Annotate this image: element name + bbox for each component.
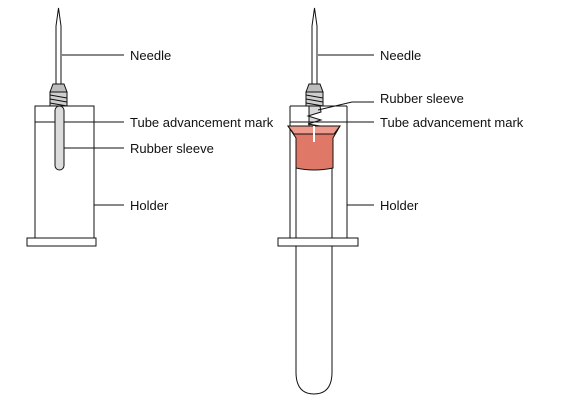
right-tube-stopper [287,125,341,171]
left-needle-hub [49,83,68,107]
right-assembly: Needle Rubber sleeve Tube advancement ma… [277,7,524,395]
left-rubber-sleeve [54,105,65,171]
left-assembly: Needle Tube advancement mark Rubber slee… [26,7,274,247]
right-needle [311,7,318,85]
left-holder-flange [26,237,97,247]
left-tube-advancement-mark-label: Tube advancement mark [130,115,274,130]
left-rubber-sleeve-label: Rubber sleeve [130,141,214,156]
left-needle [55,7,62,85]
right-holder-flange [277,237,359,247]
right-collection-tube [295,139,333,395]
right-needle-hub [305,83,324,107]
right-sleeve-leader [317,101,374,111]
right-needle-label: Needle [380,48,421,63]
right-rubber-sleeve-label: Rubber sleeve [380,91,464,106]
right-holder-label: Holder [380,198,419,213]
left-needle-label: Needle [130,48,171,63]
left-holder-label: Holder [130,198,169,213]
right-tube-advancement-mark-label: Tube advancement mark [380,115,524,130]
right-rubber-sleeve [306,105,323,127]
